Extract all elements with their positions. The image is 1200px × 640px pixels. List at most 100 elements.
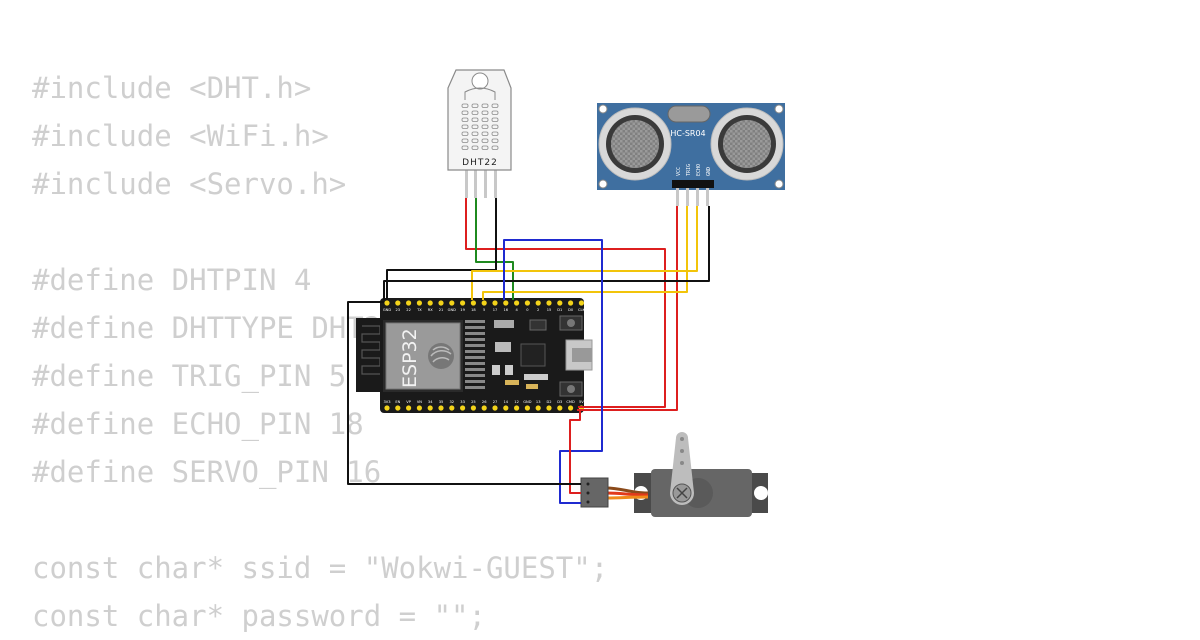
wire-servo-power[interactable] (569, 410, 581, 494)
servo-motor[interactable] (580, 432, 768, 517)
wire-hcsr04-gnd[interactable] (383, 206, 710, 300)
hcsr04-pin-echo[interactable] (696, 188, 699, 206)
esp32-top-pin[interactable] (578, 300, 585, 306)
servo-cable-orange (605, 495, 649, 500)
dht-pin-nc[interactable] (484, 170, 487, 198)
esp32-top-pin[interactable] (514, 300, 520, 306)
dht-vent-slot (461, 145, 469, 150)
esp32-bottom-pin-label: 35 (439, 400, 444, 404)
esp32-bottom-pin-label: 14 (504, 400, 509, 404)
smd-component (505, 380, 519, 385)
esp32-bottom-pin[interactable] (557, 405, 563, 411)
esp32-bottom-pin[interactable] (406, 405, 412, 411)
dht22-sensor[interactable]: DHT22 (447, 69, 512, 198)
hcsr04-pin-trig[interactable] (686, 188, 689, 206)
crystal-oscillator (667, 105, 711, 123)
esp32-bottom-pin[interactable] (416, 405, 422, 411)
wire-servo-gnd[interactable] (347, 301, 581, 485)
esp32-bottom-pin[interactable] (427, 405, 433, 411)
code-line: #define ECHO_PIN 18 (32, 407, 364, 441)
dht-vent-slot (461, 117, 469, 122)
dht-pin-data[interactable] (474, 170, 477, 198)
esp32-bottom-pin[interactable] (470, 405, 476, 411)
esp32-top-pin[interactable] (492, 300, 498, 306)
dht-vent-slot (471, 117, 479, 122)
esp32-bottom-pin[interactable] (384, 405, 390, 411)
dht-vent-slot (491, 124, 499, 129)
servo-connector[interactable] (580, 477, 609, 508)
esp32-top-pin[interactable] (524, 300, 531, 306)
esp32-top-pin[interactable] (535, 300, 541, 306)
hcsr04-pin-gnd[interactable] (706, 188, 709, 206)
esp32-top-pin-label: 17 (493, 308, 498, 312)
regulator (495, 342, 511, 352)
hcsr04-pin-vcc[interactable] (676, 188, 679, 206)
esp32-bottom-pin[interactable] (395, 405, 401, 411)
servo-connector-pin (586, 482, 590, 486)
wire-hcsr04-echo[interactable] (471, 206, 698, 300)
esp32-bottom-pin[interactable] (438, 405, 444, 411)
esp32-top-pin[interactable] (470, 300, 476, 306)
hcsr04-label: HC-SR04 (670, 129, 705, 138)
dht-pin-vcc[interactable] (465, 170, 468, 198)
esp32-top-pin[interactable] (438, 300, 444, 306)
dht-vent-slot (481, 103, 489, 108)
dht-vent-slot (491, 145, 499, 150)
dht-vent-slot (491, 103, 499, 108)
dht-mount-hole (471, 72, 489, 90)
esp32-top-pin[interactable] (449, 300, 455, 306)
dht-pin-gnd[interactable] (494, 170, 497, 198)
esp32-top-pin[interactable] (416, 300, 422, 306)
esp32-top-pin[interactable] (427, 300, 433, 306)
wire-servo-signal[interactable] (503, 239, 603, 504)
dht-vent-slot (461, 138, 469, 143)
esp32-top-pin-label: RX (428, 308, 433, 312)
wire-hcsr04-vcc[interactable] (577, 206, 678, 411)
esp32-top-pin[interactable] (406, 300, 412, 306)
dht-vent-slot (471, 110, 479, 115)
receiver-transducer (710, 107, 784, 181)
esp32-bottom-pin[interactable] (481, 405, 487, 411)
esp32-top-pin[interactable] (568, 300, 574, 306)
code-line: const char* ssid = "Wokwi-GUEST"; (32, 551, 609, 585)
esp32-bottom-pin[interactable] (449, 405, 455, 411)
transmitter-transducer (598, 107, 672, 181)
servo-cable-brown (605, 486, 649, 495)
esp32-top-pin[interactable] (384, 300, 390, 306)
esp32-top-pin[interactable] (503, 300, 509, 306)
hc-sr04-sensor[interactable]: HC-SR04 VCC TRIG ECHO GND (597, 103, 785, 206)
mount-hole (774, 179, 784, 189)
esp32-bottom-pin[interactable] (568, 405, 574, 411)
esp32-bottom-pin[interactable] (535, 405, 541, 411)
dht-vent-slot (481, 110, 489, 115)
esp32-bottom-pin[interactable] (546, 405, 552, 411)
esp32-top-pin[interactable] (557, 300, 563, 306)
wire-hcsr04-trig[interactable] (482, 206, 688, 300)
code-line: #define DHTPIN 4 (32, 263, 312, 297)
esp32-bottom-pin[interactable] (514, 405, 520, 411)
esp32-top-pin[interactable] (395, 300, 401, 306)
esp32-bottom-pin-label: 13 (536, 400, 541, 404)
servo-mount-hole (754, 486, 768, 500)
esp32-top-pin[interactable] (460, 300, 466, 306)
esp32-top-pin-label: GND (383, 308, 391, 312)
dht-vent-slot (491, 117, 499, 122)
smd-component (526, 384, 538, 389)
wire-dht-gnd[interactable] (386, 198, 497, 300)
esp32-top-pin-label: 5 (483, 308, 485, 312)
esp32-bottom-pin[interactable] (492, 405, 498, 411)
hcsr04-pin-label: VCC (676, 167, 682, 176)
wire-dht-vcc[interactable] (465, 198, 666, 408)
esp32-top-pin[interactable] (546, 300, 552, 306)
esp32-bottom-pin-label: 34 (428, 400, 433, 404)
esp32-top-pin-label: 18 (471, 308, 476, 312)
esp32-bottom-pin[interactable] (460, 405, 466, 411)
esp32-bottom-pin[interactable] (524, 405, 531, 411)
esp32-top-pin[interactable] (481, 300, 487, 306)
dht-vent-slot (491, 110, 499, 115)
esp32-bottom-pin[interactable] (503, 405, 509, 411)
